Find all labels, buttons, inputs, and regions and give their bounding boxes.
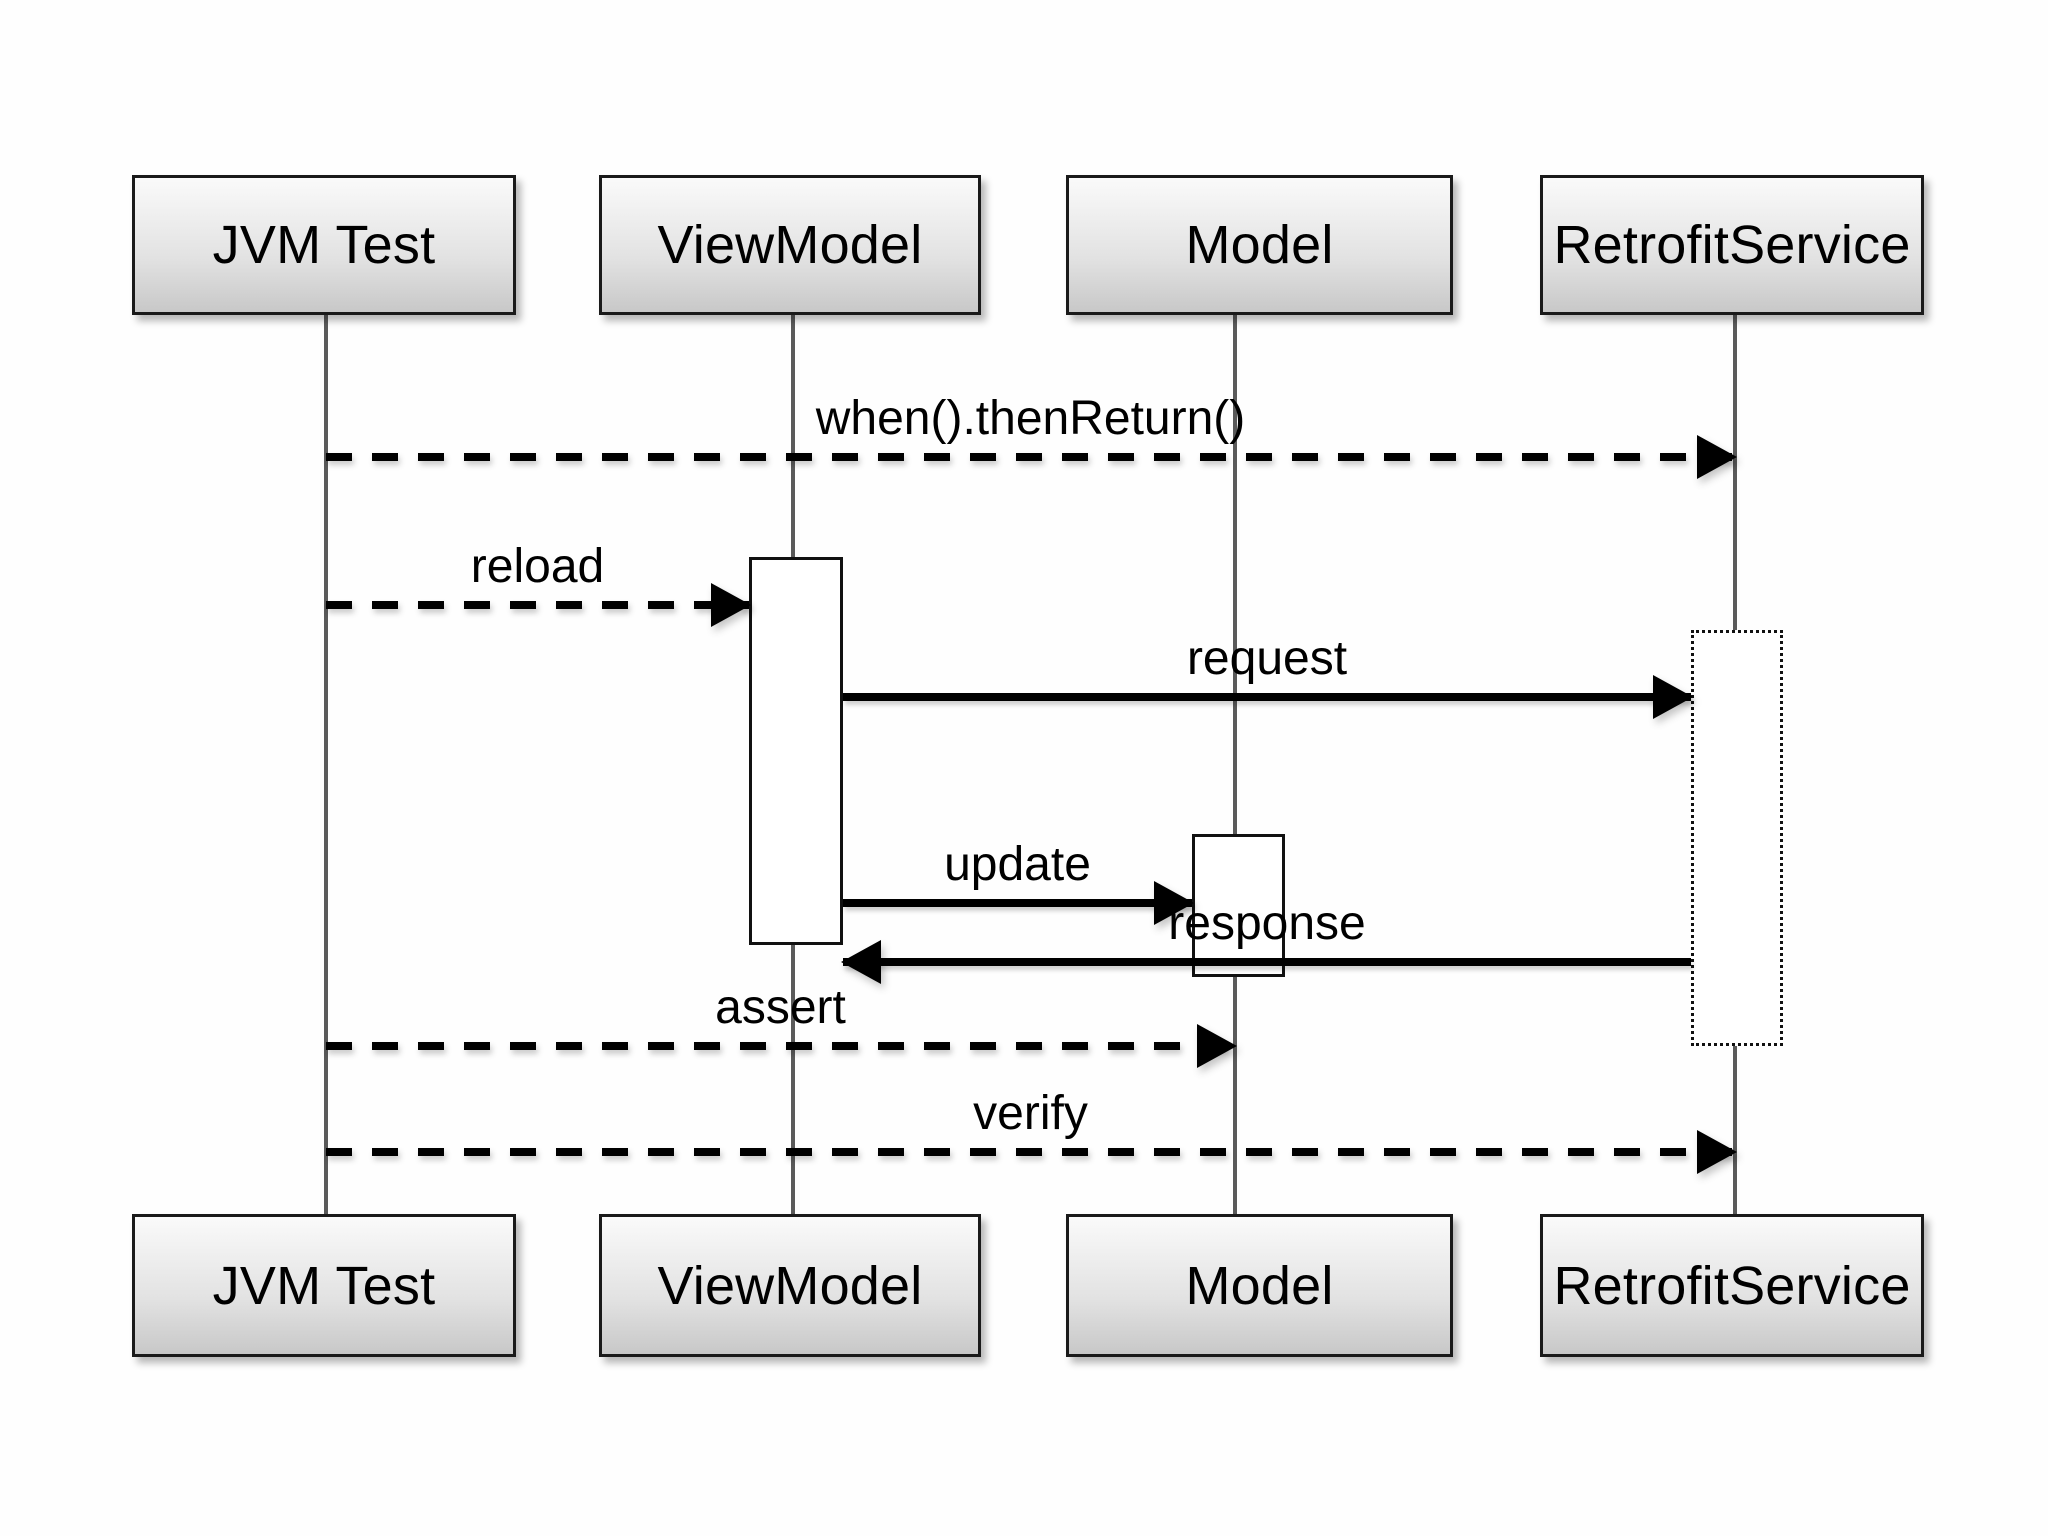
arrow-head-icon	[841, 940, 881, 984]
message-line	[326, 601, 749, 609]
message-line	[326, 453, 1735, 461]
participant-box-viewmodel-bottom[interactable]: ViewModel	[599, 1214, 981, 1357]
lifeline-jvm-test	[324, 315, 328, 1214]
arrow-head-icon	[1697, 435, 1737, 479]
arrow-head-icon	[1154, 881, 1194, 925]
participant-label: ViewModel	[657, 215, 923, 275]
participant-label: Model	[1185, 215, 1334, 275]
participant-box-model-bottom[interactable]: Model	[1066, 1214, 1453, 1357]
participant-box-retrofitservice-top[interactable]: RetrofitService	[1540, 175, 1924, 315]
participant-label: RetrofitService	[1553, 215, 1911, 275]
message-label: when().thenReturn()	[815, 392, 1246, 445]
message-label: request	[1186, 632, 1348, 685]
participant-box-jvm-test-bottom[interactable]: JVM Test	[132, 1214, 516, 1357]
message-label: reload	[470, 540, 605, 593]
activation-bar-model	[1192, 834, 1285, 977]
participant-label: ViewModel	[657, 1255, 923, 1316]
lifeline-model	[1233, 315, 1237, 1214]
participant-box-jvm-test-top[interactable]: JVM Test	[132, 175, 516, 315]
participant-box-retrofitservice-bottom[interactable]: RetrofitService	[1540, 1214, 1924, 1357]
message-line	[843, 899, 1192, 907]
arrow-head-icon	[1197, 1024, 1237, 1068]
message-line	[326, 1042, 1235, 1050]
participant-label: Model	[1185, 1255, 1334, 1316]
arrow-head-icon	[1653, 675, 1693, 719]
participant-box-model-top[interactable]: Model	[1066, 175, 1453, 315]
participant-label: JVM Test	[212, 1255, 436, 1316]
arrow-head-icon	[711, 583, 751, 627]
message-label: response	[1168, 897, 1366, 950]
message-line	[843, 693, 1691, 701]
arrow-head-icon	[1697, 1130, 1737, 1174]
message-label: update	[944, 838, 1091, 891]
activation-bar-retrofitservice	[1691, 630, 1783, 1046]
message-line	[326, 1148, 1735, 1156]
participant-label: JVM Test	[212, 215, 436, 275]
participant-label: RetrofitService	[1553, 1255, 1911, 1316]
message-label: verify	[973, 1087, 1088, 1140]
participant-box-viewmodel-top[interactable]: ViewModel	[599, 175, 981, 315]
activation-bar-viewmodel	[749, 557, 843, 945]
message-label: assert	[715, 981, 846, 1034]
message-line	[843, 958, 1691, 966]
